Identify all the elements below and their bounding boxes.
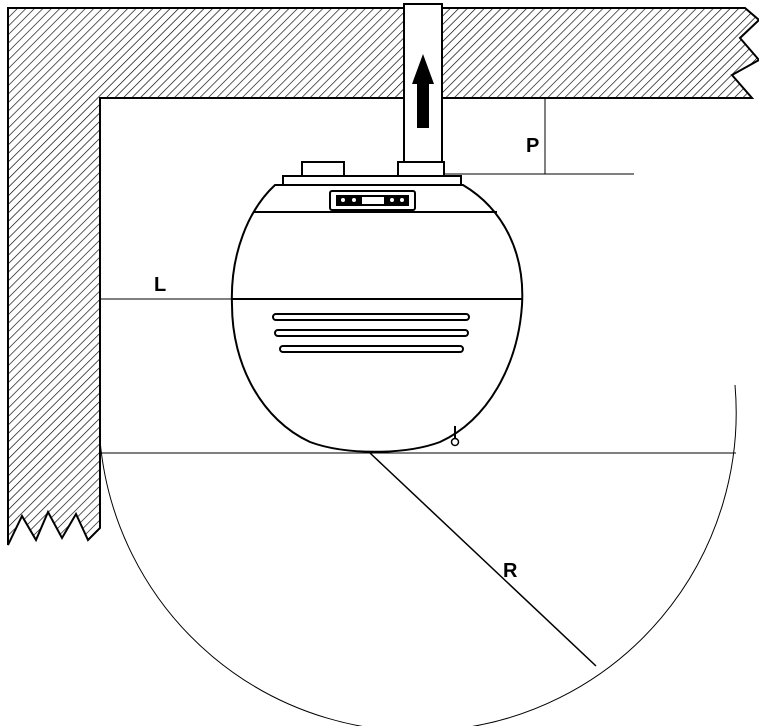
clearance-radius-arc — [99, 384, 737, 726]
top-collar — [301, 161, 345, 177]
pull-chain-ring — [450, 437, 460, 447]
r-label: R — [503, 560, 518, 582]
wall-and-ceiling-hatched — [7, 7, 759, 546]
control-knob-left — [341, 198, 345, 202]
l-label: L — [154, 274, 166, 296]
arrow-up-icon — [412, 54, 434, 128]
top-collar-right — [397, 161, 445, 177]
control-knob-left-2 — [352, 198, 356, 202]
control-display — [362, 197, 384, 204]
mounting-plate — [282, 175, 462, 186]
heater-appliance — [230, 161, 524, 453]
control-knob-right — [390, 198, 394, 202]
control-knob-right-2 — [400, 198, 404, 202]
p-label: P — [526, 135, 539, 157]
vent-slot-3 — [279, 345, 464, 353]
r-radius-line — [369, 452, 597, 667]
vent-slot-1 — [272, 313, 470, 321]
vent-slot-2 — [274, 329, 469, 337]
